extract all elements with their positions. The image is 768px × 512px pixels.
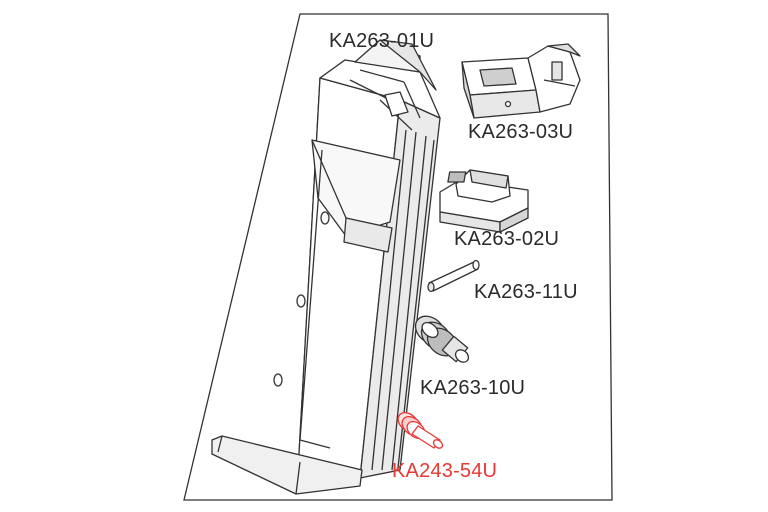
part-label-ka263-10u: KA263-10U <box>420 377 526 399</box>
part-ka263-02u-drawing <box>439 169 529 233</box>
part-label-ka243-54u: KA243-54U <box>392 460 498 482</box>
part-label-ka263-11u: KA263-11U <box>474 281 578 303</box>
diagram-frame <box>183 13 613 501</box>
part-ka263-10u-drawing <box>414 315 470 363</box>
part-ka243-54u-drawing <box>397 411 444 449</box>
magazine-body <box>211 39 441 495</box>
part-ka263-03u-drawing <box>461 43 581 119</box>
part-label-ka263-03u: KA263-03U <box>468 121 574 143</box>
part-label-ka263-01u: KA263-01U <box>329 30 435 52</box>
part-ka263-11u-drawing <box>427 259 480 293</box>
part-label-ka263-02u: KA263-02U <box>454 228 560 250</box>
